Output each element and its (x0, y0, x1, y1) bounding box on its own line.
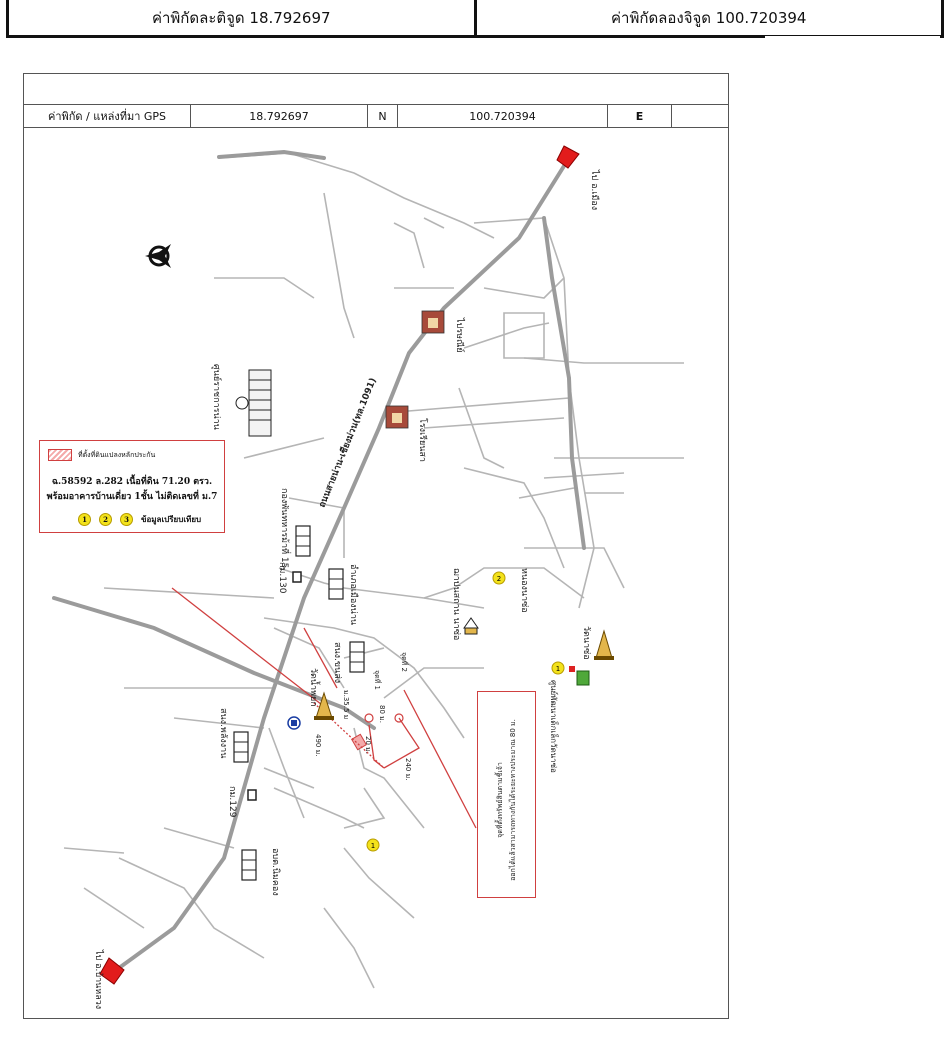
arrow-to-city-icon (556, 145, 580, 169)
legend-points-label: ข้อมูลเปรียบเทียบ (141, 514, 202, 524)
label-fire-station: กองพันทหารม้าที่ 15 (279, 488, 292, 568)
legend-point-3: 3 (120, 513, 133, 526)
km130-marker-icon (292, 571, 302, 583)
label-village-nasor: หนองนาซ่อ (519, 568, 529, 613)
cemetery-icon (463, 617, 479, 635)
gps-lat-value: 18.792697 (191, 105, 368, 127)
fire-station-icon (295, 525, 311, 557)
temple-nayot-icon (314, 691, 334, 720)
legend-point-2: 2 (99, 513, 112, 526)
label-energy-office: สนง.พลังงาน (218, 708, 228, 758)
gov-center-icon (235, 369, 272, 437)
label-point-1: จุดที่ 1 (373, 670, 382, 690)
km129-marker-icon (247, 789, 257, 801)
label-to-ban-luang: ไป อ.บ้านหลวง (93, 949, 104, 1009)
gps-empty-cell (672, 105, 728, 127)
access-note-box: จุดที่ตั้งทรัพย์สินตามชี้เจ้า ออกได้แล้ว… (477, 691, 536, 898)
header-gap (765, 36, 940, 39)
label-km130: กม.130 (277, 562, 287, 594)
transport-office-icon (349, 641, 365, 673)
post-office-icon (421, 310, 445, 334)
svg-text:1: 1 (556, 665, 560, 673)
label-dist-80: 80 ม. (378, 705, 386, 723)
label-temple-nasor: วัดนาซ่อ (581, 626, 591, 660)
gps-lat-dir: N (368, 105, 398, 127)
district-office-icon (328, 568, 344, 600)
energy-office-icon (233, 731, 249, 763)
svg-text:1: 1 (371, 842, 375, 850)
access-note-line1: จุดที่ตั้งทรัพย์สินตามชี้เจ้า (496, 762, 504, 838)
legend-point-1: 1 (78, 513, 91, 526)
svg-text:2: 2 (497, 575, 501, 583)
label-dist-20: 20 ม. (364, 736, 372, 754)
gps-source-label: ค่าพิกัด / แหล่งที่มา GPS (24, 105, 191, 127)
map-frame: ค่าพิกัด / แหล่งที่มา GPS 18.792697 N 10… (23, 73, 729, 1019)
label-to-city: ไป อ.เมือง (589, 169, 600, 210)
label-cemetery: ฌาปนสถาน นาซ่อ (451, 568, 461, 640)
label-post-office: ไปรษณีย์ (454, 317, 466, 353)
police-icon (287, 716, 301, 730)
gps-lng-dir: E (608, 105, 672, 127)
label-gov-center: ศูนย์ราชการน่าน (211, 364, 223, 430)
school-icon (385, 405, 409, 429)
comparison-point-1: 1 (366, 838, 380, 852)
legend-box: ที่ตั้งที่ดินแปลงหลักประกัน ฉ.58592 ล.28… (39, 440, 225, 533)
label-km129: กม.129 (227, 786, 237, 818)
label-transport-office: สนง.ขนส่ง (332, 642, 342, 683)
access-note-text: จุดที่ตั้งทรัพย์สินตามชี้เจ้า ออกได้แล้ว… (494, 700, 520, 900)
north-arrow-icon (145, 244, 171, 268)
latitude-header: ค่าพิกัดละติจูด 18.792697 (151, 8, 331, 27)
label-child-center: ศูนย์พัฒนาเด็กเล็กวัดนาซ่อ (548, 680, 559, 773)
label-point-2: จุดที่ 2 (400, 652, 409, 672)
gps-row: ค่าพิกัด / แหล่งที่มา GPS 18.792697 N 10… (24, 104, 728, 128)
gps-lng-value: 100.720394 (398, 105, 608, 127)
label-district-office: อำเภอเมืองน่าน (348, 564, 359, 625)
point-1-marker (364, 713, 374, 723)
legend-swatch-row: ที่ตั้งที่ดินแปลงหลักประกัน (48, 449, 155, 461)
access-note-line2: ออกได้แล้วสามารถทางกันได้ระยะทางประมาณ 8… (509, 719, 517, 881)
label-temple-nayot: วัดน้ำพยก (308, 668, 321, 707)
main-roads (52, 149, 586, 970)
legend-building-line: พร้อมอาคารบ้านเดี่ยว 1ชั้น ไม่ติดเลขที่ … (46, 492, 218, 502)
temple-nasor-icon (594, 629, 614, 660)
coordinate-header: ค่าพิกัดละติจูด 18.792697 ค่าพิกัดลองจิจ… (6, 0, 944, 38)
kindergarten-icon (241, 849, 257, 881)
distance-lines (171, 587, 477, 829)
label-dist-490: 490 ม. (314, 734, 322, 756)
comparison-point-3: 1 (551, 661, 565, 675)
comparison-point-2: 2 (492, 571, 506, 585)
legend-deed-line: ฉ.58592 ล.282 เนื้อที่ดิน 71.20 ตรว. (51, 477, 213, 487)
point-2-marker (394, 713, 404, 723)
collateral-swatch (48, 449, 72, 461)
legend-points-row: 1 2 3 ข้อมูลเปรียบเทียบ (78, 513, 201, 526)
legend-swatch-label: ที่ตั้งที่ดินแปลงหลักประกัน (78, 450, 156, 459)
label-dist-240: 240 ม. (404, 758, 412, 780)
longitude-header: ค่าพิกัดลองจิจูด 100.720394 (473, 0, 942, 35)
child-center-icon (569, 666, 590, 686)
label-dist-355: ม.35.5 ม (342, 690, 350, 719)
label-school: โรงเรียนสา (417, 418, 428, 462)
arrow-to-ban-luang-icon (99, 957, 125, 985)
map-canvas: 1 2 1 ไป อ.เมือง ไป อ.บ้านหลวง ถนนสายน่า… (52, 145, 684, 1009)
label-main-road: ถนนสายน่าน-เชียงม่วน(ทล.1091) (317, 376, 379, 509)
label-kindergarten: อบต.นิมคอง (270, 848, 281, 896)
minor-roads (63, 152, 684, 989)
